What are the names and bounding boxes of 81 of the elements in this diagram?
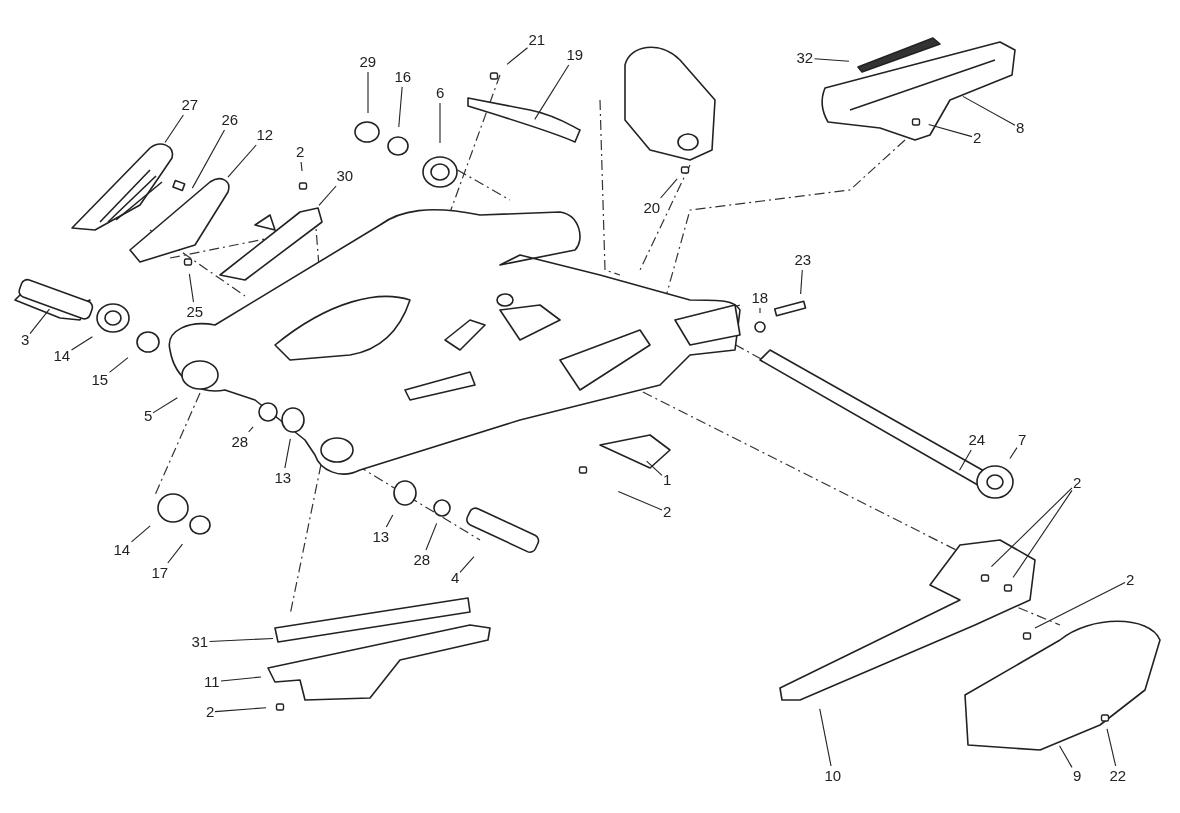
leader-line <box>318 185 337 206</box>
leader-line <box>188 273 195 303</box>
leader-line <box>646 460 663 476</box>
callout-number: 9 <box>1073 767 1082 785</box>
leader-line <box>385 514 394 528</box>
callout-number: 2 <box>663 503 672 521</box>
leader-line <box>29 308 50 335</box>
callout-number: 5 <box>144 407 153 425</box>
callout-number: 6 <box>436 84 445 102</box>
callout-number: 32 <box>796 49 814 67</box>
callout-number: 2 <box>1126 571 1135 589</box>
callout-number: 2 <box>1073 474 1082 492</box>
callout-number: 2 <box>206 703 215 721</box>
leader-line <box>208 637 274 643</box>
leader-line <box>962 95 1016 126</box>
callout-number: 23 <box>794 251 812 269</box>
leader-line <box>1034 581 1126 629</box>
leader-line <box>220 676 262 682</box>
leader-line <box>227 144 257 178</box>
leader-line <box>819 708 832 767</box>
leader-line <box>534 64 570 120</box>
leader-line <box>990 487 1073 568</box>
leader-line <box>152 397 178 414</box>
callout-number: 17 <box>151 564 169 582</box>
callout-number: 15 <box>91 371 109 389</box>
leader-line <box>425 522 438 551</box>
leader-line <box>191 129 225 189</box>
callout-number: 14 <box>113 541 131 559</box>
callout-number: 30 <box>336 167 354 185</box>
leader-line <box>617 490 663 511</box>
leader-line <box>248 426 254 433</box>
leader-line <box>70 336 93 351</box>
leader-line <box>398 86 403 128</box>
leader-line <box>367 71 369 114</box>
leader-line <box>164 114 184 144</box>
leader-line <box>130 525 151 543</box>
callout-number: 22 <box>1109 767 1127 785</box>
leader-line <box>1058 745 1073 768</box>
callout-number: 7 <box>1018 431 1027 449</box>
callout-number: 4 <box>451 569 460 587</box>
callout-number: 13 <box>372 528 390 546</box>
callout-number: 16 <box>394 68 412 86</box>
leader-line <box>108 357 129 373</box>
callout-number: 19 <box>566 46 584 64</box>
callout-number: 1 <box>663 471 672 489</box>
callout-number: 18 <box>751 289 769 307</box>
callout-number: 27 <box>181 96 199 114</box>
callout-number: 2 <box>973 129 982 147</box>
leader-line <box>506 47 529 65</box>
leader-line <box>167 543 183 564</box>
callout-number: 26 <box>221 111 239 129</box>
leader-line <box>284 438 291 469</box>
leader-line <box>958 449 972 471</box>
callout-number: 3 <box>21 331 30 349</box>
leader-line <box>660 178 678 199</box>
callout-number: 29 <box>359 53 377 71</box>
callout-number: 24 <box>968 431 986 449</box>
callout-number: 13 <box>274 469 292 487</box>
leader-line <box>1012 489 1073 579</box>
leader-line <box>759 307 761 314</box>
leader-line <box>1009 447 1018 460</box>
leader-line <box>1106 728 1117 767</box>
callout-number: 2 <box>296 143 305 161</box>
callout-number: 12 <box>256 126 274 144</box>
callout-number: 14 <box>53 347 71 365</box>
leader-line <box>214 707 267 713</box>
callout-number: 28 <box>413 551 431 569</box>
callout-number: 21 <box>528 31 546 49</box>
callout-number: 25 <box>186 303 204 321</box>
leader-line <box>459 556 475 573</box>
callout-number: 10 <box>824 767 842 785</box>
leader-line <box>928 123 973 138</box>
callout-number: 31 <box>191 633 209 651</box>
leader-line <box>800 269 803 295</box>
leader-line <box>813 58 850 62</box>
leader-line <box>439 102 441 144</box>
callout-number: 28 <box>231 433 249 451</box>
callout-number: 8 <box>1016 119 1025 137</box>
leader-line <box>300 161 303 172</box>
callout-number: 20 <box>643 199 661 217</box>
callout-number: 11 <box>204 673 220 691</box>
